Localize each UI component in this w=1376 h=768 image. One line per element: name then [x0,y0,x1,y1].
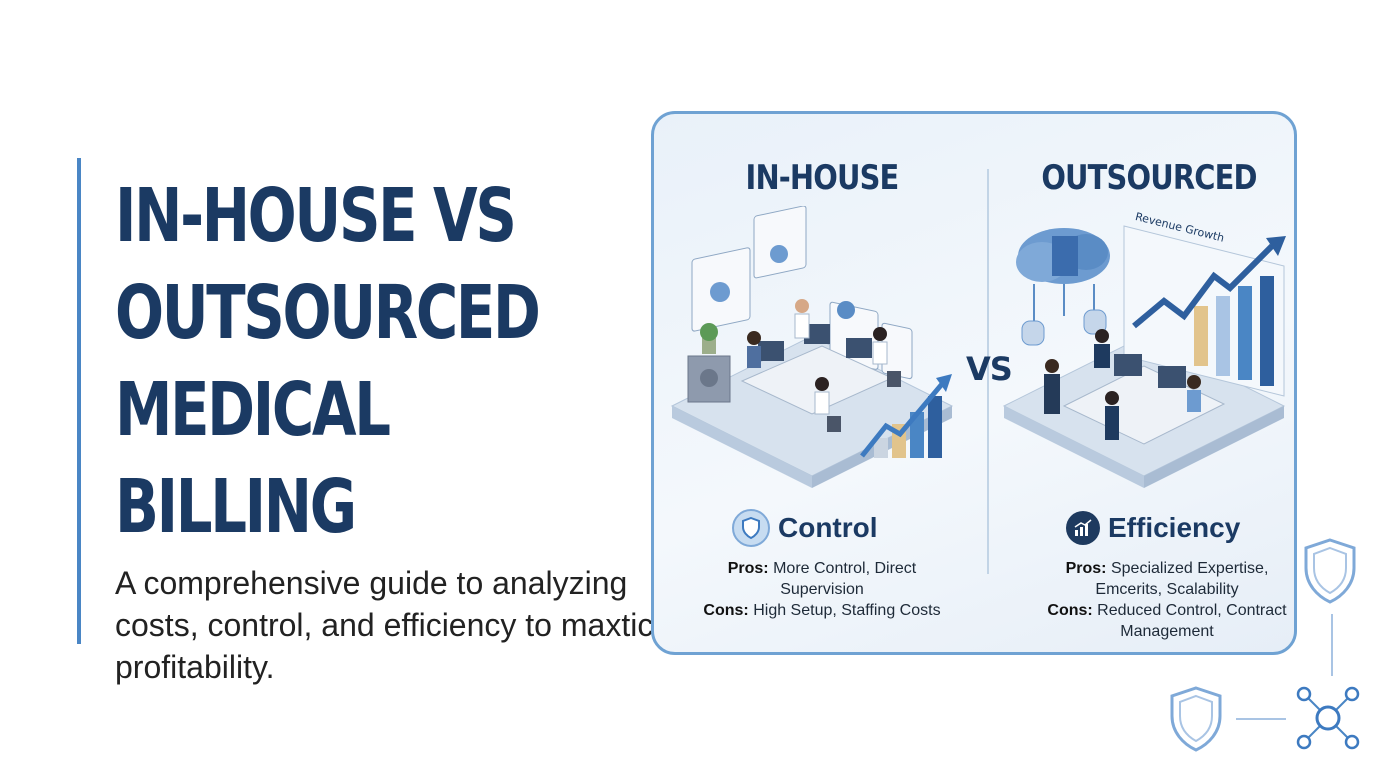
comparison-card: IN-HOUSE OUTSOURCED VS [651,111,1297,655]
in-house-cons: High Setup, Staffing Costs [753,602,941,619]
shield-icon [732,509,770,547]
shield-icon [1170,686,1222,752]
vs-label: VS [966,350,1013,388]
in-house-pros: More Control, Direct Supervision [773,560,917,598]
outsourced-office-illustration [1002,225,1286,488]
outsourced-heading: OUTSOURCED [1041,158,1257,198]
cons-label: Cons: [1047,602,1093,619]
shield-icon [1304,538,1356,604]
connector-line [1331,614,1333,676]
pros-label: Pros: [727,560,769,577]
pros-label: Pros: [1065,560,1107,577]
in-house-pros-cons: Pros: More Control, Direct Supervision C… [692,558,952,621]
accent-bar [77,158,81,644]
efficiency-label: Efficiency [1108,512,1241,543]
title-line: MEDICAL [115,367,391,453]
connector-line [1236,718,1286,720]
cons-label: Cons: [703,602,749,619]
title-line: BILLING [115,464,357,550]
outsourced-cons: Reduced Control, Contract Management [1097,602,1287,640]
column-divider [987,169,989,574]
control-label: Control [778,512,878,543]
title-line: OUTSOURCED [115,270,541,356]
outsourced-pros-cons: Pros: Specialized Expertise, Emcerits, S… [1036,558,1294,642]
page-title: IN-HOUSE VS OUTSOURCED MEDICAL BILLING [115,168,541,556]
in-house-heading: IN-HOUSE [745,158,900,198]
network-icon [1296,686,1360,750]
in-house-office-illustration [670,206,954,488]
control-badge: Control [732,509,878,547]
outsourced-pros: Specialized Expertise, Emcerits, Scalabi… [1095,560,1269,598]
efficiency-badge: Efficiency [1066,510,1240,546]
title-line: IN-HOUSE VS [115,173,517,259]
growth-chart-icon [1066,511,1100,545]
subtitle: A comprehensive guide to analyzing costs… [115,565,672,685]
